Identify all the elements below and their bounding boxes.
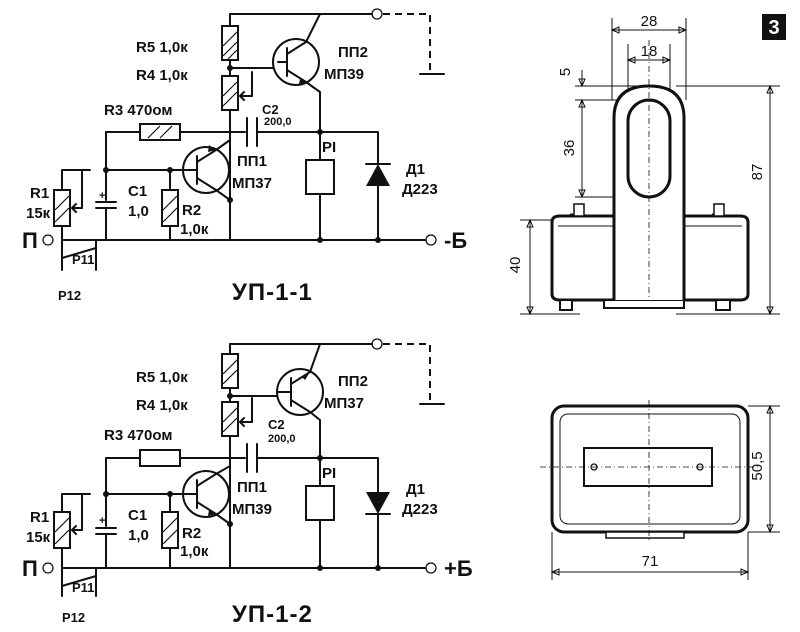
capacitor-c2-2: C2 200,0	[246, 417, 321, 473]
svg-text:Д223: Д223	[402, 501, 438, 518]
svg-text:R3 470ом: R3 470ом	[104, 102, 172, 119]
figure-number: 3	[762, 14, 786, 40]
resistor-r5	[221, 25, 239, 61]
input-terminal	[42, 234, 54, 246]
transistor-pp2-2	[276, 343, 324, 459]
svg-text:R4 1,0к: R4 1,0к	[136, 67, 188, 84]
top-terminal	[371, 8, 383, 20]
resistor-r5-2	[221, 353, 239, 389]
svg-text:PI: PI	[322, 139, 336, 156]
device-top-view: 50,5 71	[540, 400, 780, 580]
svg-text:R2: R2	[182, 525, 201, 542]
svg-text:R1: R1	[30, 509, 49, 526]
svg-text:МП39: МП39	[232, 501, 272, 518]
relay-pi	[305, 159, 335, 195]
svg-text:1,0: 1,0	[128, 203, 149, 220]
svg-text:200,0: 200,0	[268, 433, 296, 445]
transistor-pp2	[272, 13, 321, 133]
resistor-r2	[161, 189, 179, 227]
svg-text:3: 3	[768, 17, 779, 39]
svg-text:ПП2: ПП2	[338, 373, 368, 390]
svg-text:Д1: Д1	[406, 481, 425, 498]
svg-text:R5 1,0к: R5 1,0к	[136, 39, 188, 56]
svg-text:Д1: Д1	[406, 161, 425, 178]
resistor-r3	[139, 123, 181, 141]
svg-text:R5 1,0к: R5 1,0к	[136, 369, 188, 386]
svg-text:МП39: МП39	[324, 66, 364, 83]
svg-text:5: 5	[557, 68, 574, 76]
svg-text:-Б: -Б	[444, 228, 467, 253]
svg-text:+: +	[99, 190, 105, 202]
svg-text:R2: R2	[182, 202, 201, 219]
resistor-r4-2	[221, 397, 253, 437]
svg-text:PI: PI	[322, 465, 336, 482]
resistor-r3-2	[139, 449, 181, 467]
svg-text:П: П	[22, 556, 38, 581]
svg-text:P12: P12	[62, 610, 85, 625]
svg-text:36: 36	[561, 140, 578, 157]
svg-text:200,0: 200,0	[264, 116, 292, 128]
svg-text:+Б: +Б	[444, 556, 473, 581]
svg-text:71: 71	[642, 553, 659, 570]
svg-text:87: 87	[749, 164, 766, 181]
svg-text:П: П	[22, 228, 38, 253]
svg-text:1,0: 1,0	[128, 527, 149, 544]
svg-text:R4 1,0к: R4 1,0к	[136, 397, 188, 414]
transistor-pp1-2	[182, 465, 231, 525]
circuit-up-1-1: ПП2 МП39 R5 1,0к R4 1,0к R3 470ом C2 200…	[22, 8, 467, 306]
svg-text:МП37: МП37	[324, 395, 364, 412]
svg-text:ПП2: ПП2	[338, 44, 368, 61]
diode-d1	[365, 163, 391, 241]
circuit-up-1-2: ПП2 МП37 R5 1,0к R4 1,0к R3 470ом C2 200…	[22, 338, 473, 628]
relay-pi-2	[305, 485, 335, 521]
svg-text:ПП1: ПП1	[237, 153, 267, 170]
circuit-title-2: УП-1-2	[232, 601, 313, 628]
svg-text:МП37: МП37	[232, 175, 272, 192]
svg-text:C1: C1	[128, 183, 147, 200]
resistor-r2-2	[161, 511, 179, 549]
svg-text:C2: C2	[262, 102, 279, 117]
svg-text:18: 18	[641, 43, 658, 60]
resistor-r1	[53, 169, 83, 227]
svg-text:Д223: Д223	[402, 181, 438, 198]
svg-text:R1: R1	[30, 185, 49, 202]
svg-text:1,0к: 1,0к	[180, 543, 209, 560]
svg-text:P12: P12	[58, 288, 81, 303]
svg-text:C2: C2	[268, 417, 285, 432]
svg-text:C1: C1	[128, 507, 147, 524]
transistor-pp1	[182, 139, 231, 201]
svg-text:15к: 15к	[26, 205, 51, 222]
svg-text:50,5: 50,5	[749, 451, 766, 480]
svg-text:15к: 15к	[26, 529, 51, 546]
svg-text:R3 470ом: R3 470ом	[104, 427, 172, 444]
supply-terminal	[425, 234, 437, 246]
svg-text:28: 28	[641, 13, 658, 30]
svg-text:P11: P11	[72, 580, 94, 595]
device-side-view: 28 18 5 36 87 40	[507, 13, 780, 316]
capacitor-c2: C2 200,0	[246, 102, 321, 147]
svg-text:+: +	[99, 515, 105, 527]
svg-text:40: 40	[507, 257, 524, 274]
svg-text:P11: P11	[72, 252, 94, 267]
resistor-r4	[221, 71, 253, 111]
svg-text:ПП1: ПП1	[237, 479, 267, 496]
resistor-r1-2	[53, 493, 83, 549]
diode-d1-2	[365, 485, 391, 569]
circuit-title-1: УП-1-1	[232, 279, 313, 306]
svg-text:1,0к: 1,0к	[180, 221, 209, 238]
